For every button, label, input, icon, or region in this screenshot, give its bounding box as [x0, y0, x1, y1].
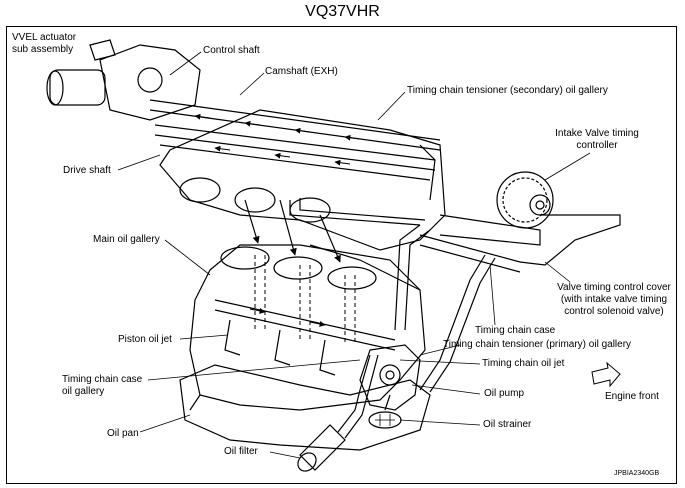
- camshaft-flow-arrows: [194, 113, 361, 166]
- label-camshaft-exh: Camshaft (EXH): [265, 66, 338, 77]
- label-timing-chain-case: Timing chain case: [475, 325, 556, 336]
- cylinder-oil-passages: [254, 255, 356, 345]
- head-to-block-arrows: [244, 199, 341, 263]
- direction-arrow-icon: [591, 361, 621, 388]
- label-oil-strainer: Oil strainer: [483, 419, 532, 430]
- block-bores: [220, 246, 377, 290]
- oil-filter: [297, 354, 379, 472]
- main-gallery-flow-arrows: [249, 307, 326, 327]
- leader-lines: [117, 51, 591, 459]
- diagram-frame: [6, 26, 677, 484]
- piston-oil-jets: [224, 319, 336, 376]
- label-timing-chain-oil-jet: Timing chain oil jet: [482, 358, 565, 369]
- label-main-oil-gallery: Main oil gallery: [93, 234, 160, 245]
- label-drive-shaft: Drive shaft: [63, 165, 111, 176]
- label-piston-oil-jet: Piston oil jet: [118, 334, 172, 345]
- label-intake-valve-timing-controller: Intake Valve timing controller: [555, 128, 639, 151]
- oil-strainer: [368, 394, 402, 429]
- timing-chain-case-passages: [289, 144, 496, 393]
- engine-block: [159, 109, 446, 451]
- label-timing-chain-case-oil-gallery: Timing chain case oil gallery: [62, 374, 143, 397]
- intake-valve-timing-controller: [496, 171, 554, 229]
- label-tensioner-primary: Timing chain tensioner (primary) oil gal…: [443, 339, 632, 350]
- vvel-actuator: [46, 39, 201, 121]
- camshafts: [149, 99, 441, 181]
- label-oil-pump: Oil pump: [484, 388, 525, 399]
- label-valve-timing-control-cover: Valve timing control cover (with intake …: [557, 282, 671, 317]
- valve-timing-cover-gallery: [419, 214, 621, 273]
- oil-pump: [359, 344, 421, 411]
- main-oil-gallery: [214, 299, 396, 351]
- image-code: JPBIA2340GB: [614, 470, 660, 477]
- page-title: VQ37VHR: [305, 3, 380, 20]
- label-oil-filter: Oil filter: [224, 446, 258, 457]
- label-tensioner-secondary: Timing chain tensioner (secondary) oil g…: [407, 85, 608, 96]
- label-vvel-actuator: VVEL actuator sub assembly: [12, 32, 77, 55]
- label-control-shaft: Control shaft: [203, 45, 260, 56]
- label-engine-front: Engine front: [605, 391, 659, 402]
- label-oil-pan: Oil pan: [107, 428, 139, 439]
- head-bores: [179, 177, 331, 223]
